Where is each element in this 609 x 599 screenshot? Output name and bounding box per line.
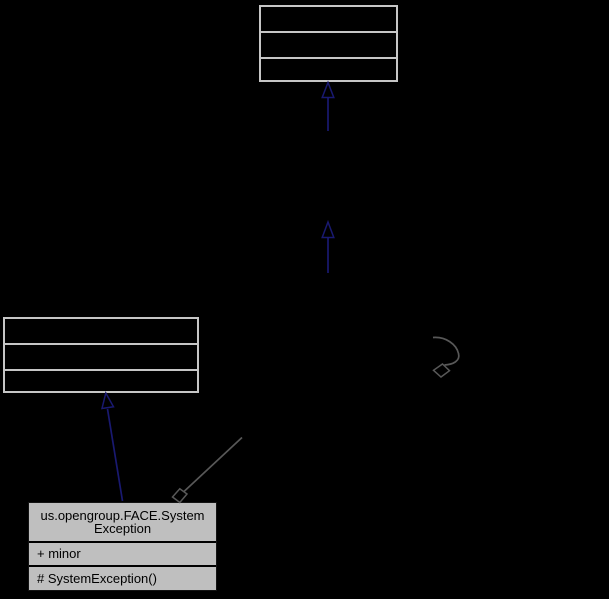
class-node-top-methods-compartment bbox=[261, 59, 396, 81]
hollow-triangle-arrowhead-icon bbox=[321, 219, 335, 239]
class-node-systemexception: us.opengroup.FACE.System Exception + min… bbox=[28, 502, 217, 591]
class-node-left-methods-compartment bbox=[5, 371, 197, 392]
class-title-line-1: us.opengroup.FACE.System bbox=[40, 507, 205, 523]
class-node-top-title-compartment bbox=[261, 7, 396, 33]
hollow-triangle-arrowhead-icon bbox=[321, 80, 335, 99]
edge-inheritance-middle bbox=[321, 219, 335, 273]
class-method-constructor: # SystemException() bbox=[37, 571, 157, 586]
class-node-left bbox=[3, 317, 199, 393]
class-node-left-title-compartment bbox=[5, 319, 197, 345]
hollow-diamond-icon bbox=[171, 487, 189, 504]
edge-inheritance-to-top-node bbox=[321, 80, 335, 131]
edge-inheritance-to-left-node bbox=[101, 390, 124, 502]
edge-aggregation-self-loop bbox=[432, 336, 460, 378]
class-attribute-minor: + minor bbox=[29, 543, 216, 567]
hollow-diamond-icon bbox=[432, 363, 451, 378]
class-node-top-attributes-compartment bbox=[261, 33, 396, 59]
aggregation-loop-line bbox=[432, 336, 460, 366]
class-node-top bbox=[259, 5, 398, 82]
aggregation-edge-line bbox=[183, 436, 243, 493]
edge-aggregation-from-main-node bbox=[171, 436, 243, 504]
class-node-left-attributes-compartment bbox=[5, 345, 197, 371]
class-title: us.opengroup.FACE.System Exception bbox=[29, 503, 216, 543]
hollow-triangle-arrowhead-icon bbox=[101, 390, 115, 410]
inheritance-edge-line bbox=[106, 408, 124, 502]
class-title-line-2: Exception bbox=[93, 521, 152, 536]
